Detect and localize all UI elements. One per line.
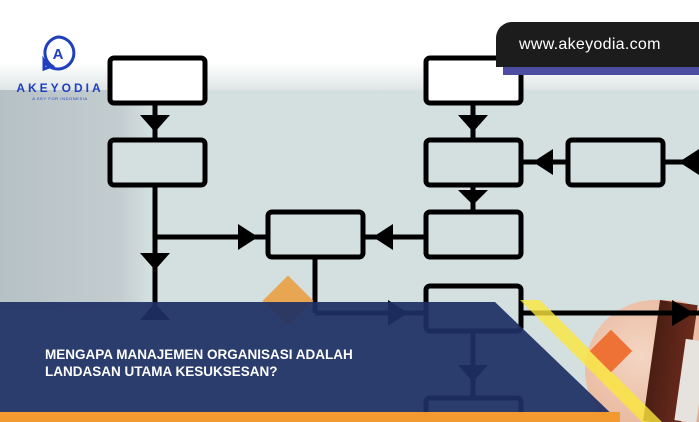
logo-pin-icon: A (42, 35, 76, 71)
flow-box-6 (565, 137, 666, 188)
flow-box-5 (423, 137, 524, 188)
svg-text:A: A (53, 46, 64, 63)
brand-name: AKEYODIA (16, 81, 104, 95)
url-badge (496, 22, 699, 67)
background-shade (0, 90, 150, 310)
flow-box-3 (265, 209, 366, 260)
flow-box-1 (107, 55, 208, 106)
headline-line-2: LANDASAN UTAMA KESUKSESAN? (45, 364, 278, 379)
brand-tagline: A KEY FOR INDONESIA (32, 96, 88, 101)
flow-box-2 (107, 137, 208, 188)
url-badge-underline (503, 67, 699, 75)
page-title: MENGAPA MANAJEMEN ORGANISASI ADALAH LAND… (45, 346, 353, 380)
headline-line-1: MENGAPA MANAJEMEN ORGANISASI ADALAH (45, 347, 353, 362)
brand-logo[interactable]: A AKEYODIA A KEY FOR INDONESIA (14, 35, 106, 105)
accent-bar (0, 412, 620, 422)
flow-box-7 (423, 209, 524, 260)
website-url-link[interactable]: www.akeyodia.com (519, 36, 661, 53)
